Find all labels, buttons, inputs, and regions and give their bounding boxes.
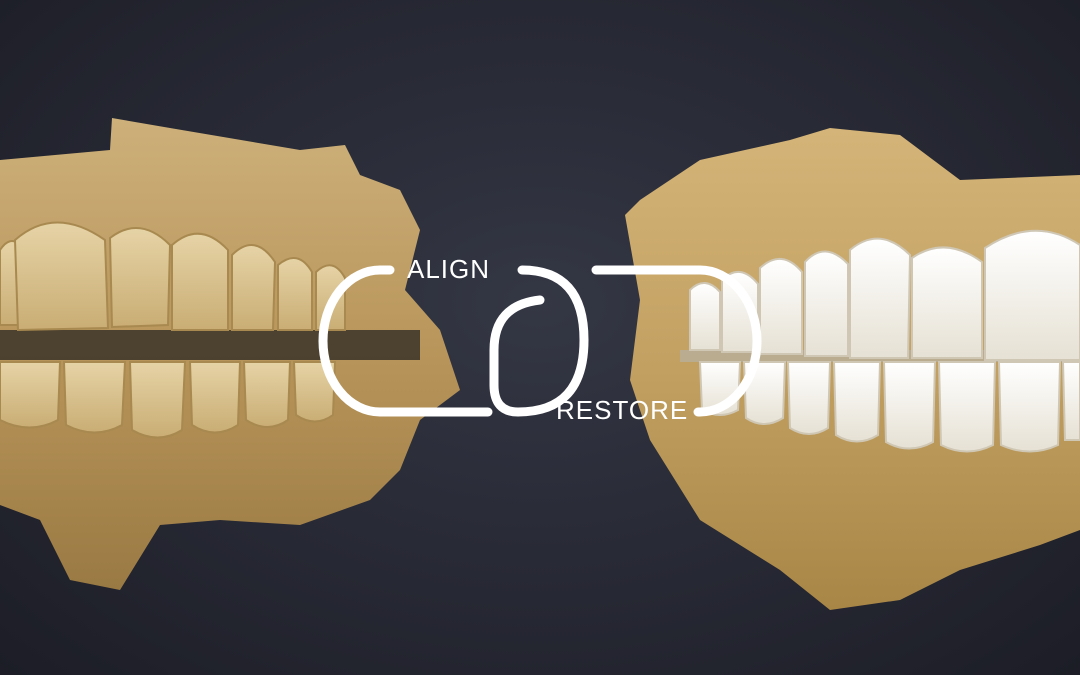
left-dental-model	[0, 118, 460, 590]
align-restore-logo	[318, 265, 762, 417]
logo-center-arc-bottom	[489, 295, 545, 390]
logo-word-restore: RESTORE	[556, 395, 688, 425]
logo-right-loop	[591, 265, 762, 417]
logo-word-align: ALIGN	[407, 254, 490, 284]
right-dental-model	[625, 128, 1080, 610]
logo-center-arc	[489, 265, 589, 417]
logo-left-loop	[318, 265, 493, 417]
